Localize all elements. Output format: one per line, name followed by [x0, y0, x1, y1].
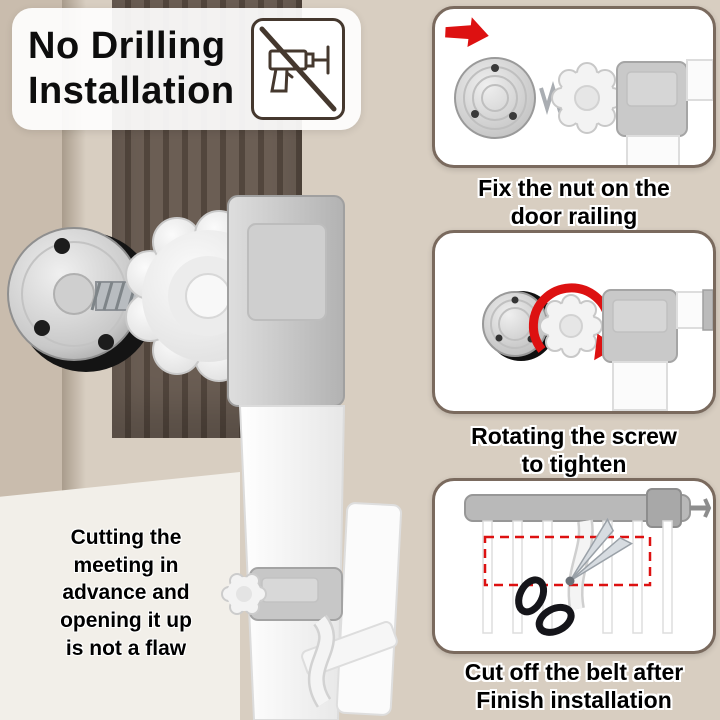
step3-gate-top-bar	[464, 488, 712, 528]
step1-bracket	[616, 59, 713, 165]
mini-belt	[307, 614, 336, 708]
header: No Drilling Installation	[12, 8, 361, 130]
step1-disc	[454, 57, 536, 139]
mini-knob	[221, 573, 267, 615]
step3-belt	[567, 519, 594, 611]
step2-caption: Rotating the screw to tighten	[471, 423, 677, 478]
wall-disc	[7, 227, 156, 372]
gate-bracket	[227, 195, 345, 407]
step2-bracket	[602, 289, 713, 411]
page-title: No Drilling Installation	[28, 25, 235, 112]
step-panel-cut-belt	[432, 478, 716, 654]
no-drilling-icon	[250, 18, 345, 120]
step-panel-fix-nut	[432, 6, 716, 168]
step3-gate-bars	[482, 520, 673, 634]
product-photo-gate-mount	[7, 195, 346, 720]
step1-knob	[551, 62, 623, 134]
baseboard	[0, 472, 240, 720]
step2-knob	[539, 294, 603, 358]
step-panel-rotate-screw	[432, 230, 716, 414]
belt-detail-photo	[221, 502, 402, 716]
step1-caption: Fix the nut on the door railing	[478, 175, 670, 230]
note-text: Cutting the meeting in advance and openi…	[60, 526, 192, 660]
scissors-icon	[515, 517, 634, 636]
step3-highlight-box	[483, 535, 652, 587]
red-arrow-icon	[445, 17, 489, 48]
step3-caption: Cut off the belt after Finish installati…	[464, 659, 684, 714]
